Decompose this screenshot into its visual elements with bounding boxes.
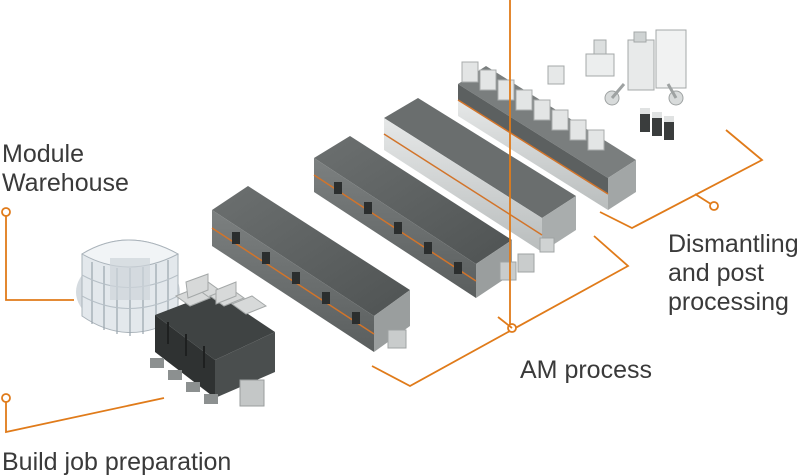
label-dismantling-post-processing: Dismantling and post processing — [668, 230, 799, 316]
am-process-callout-connector — [497, 316, 513, 329]
am-machine-line-2 — [313, 136, 535, 298]
callout-lines — [5, 0, 764, 434]
warehouse-callout-line — [5, 214, 74, 301]
build-job-callout-dot — [1, 393, 11, 403]
post-processing-line — [457, 61, 636, 210]
am-machine-line-3 — [383, 98, 576, 253]
label-am-process: AM process — [520, 356, 652, 384]
robot-cell — [547, 29, 687, 140]
module-warehouse-graphic — [76, 239, 180, 336]
warehouse-callout-dot — [1, 207, 11, 217]
label-module-warehouse: Module Warehouse — [2, 140, 129, 197]
dismantling-callout-line — [599, 129, 764, 230]
label-build-job-preparation: Build job preparation — [2, 448, 232, 476]
dismantling-callout-dot — [709, 201, 719, 211]
am-process-callout-line — [371, 235, 630, 388]
build-job-callout-line — [5, 397, 165, 434]
build-job-preparation-graphic — [150, 273, 275, 407]
callout-endpoints — [1, 201, 719, 403]
am-machine-line-1 — [211, 186, 410, 352]
